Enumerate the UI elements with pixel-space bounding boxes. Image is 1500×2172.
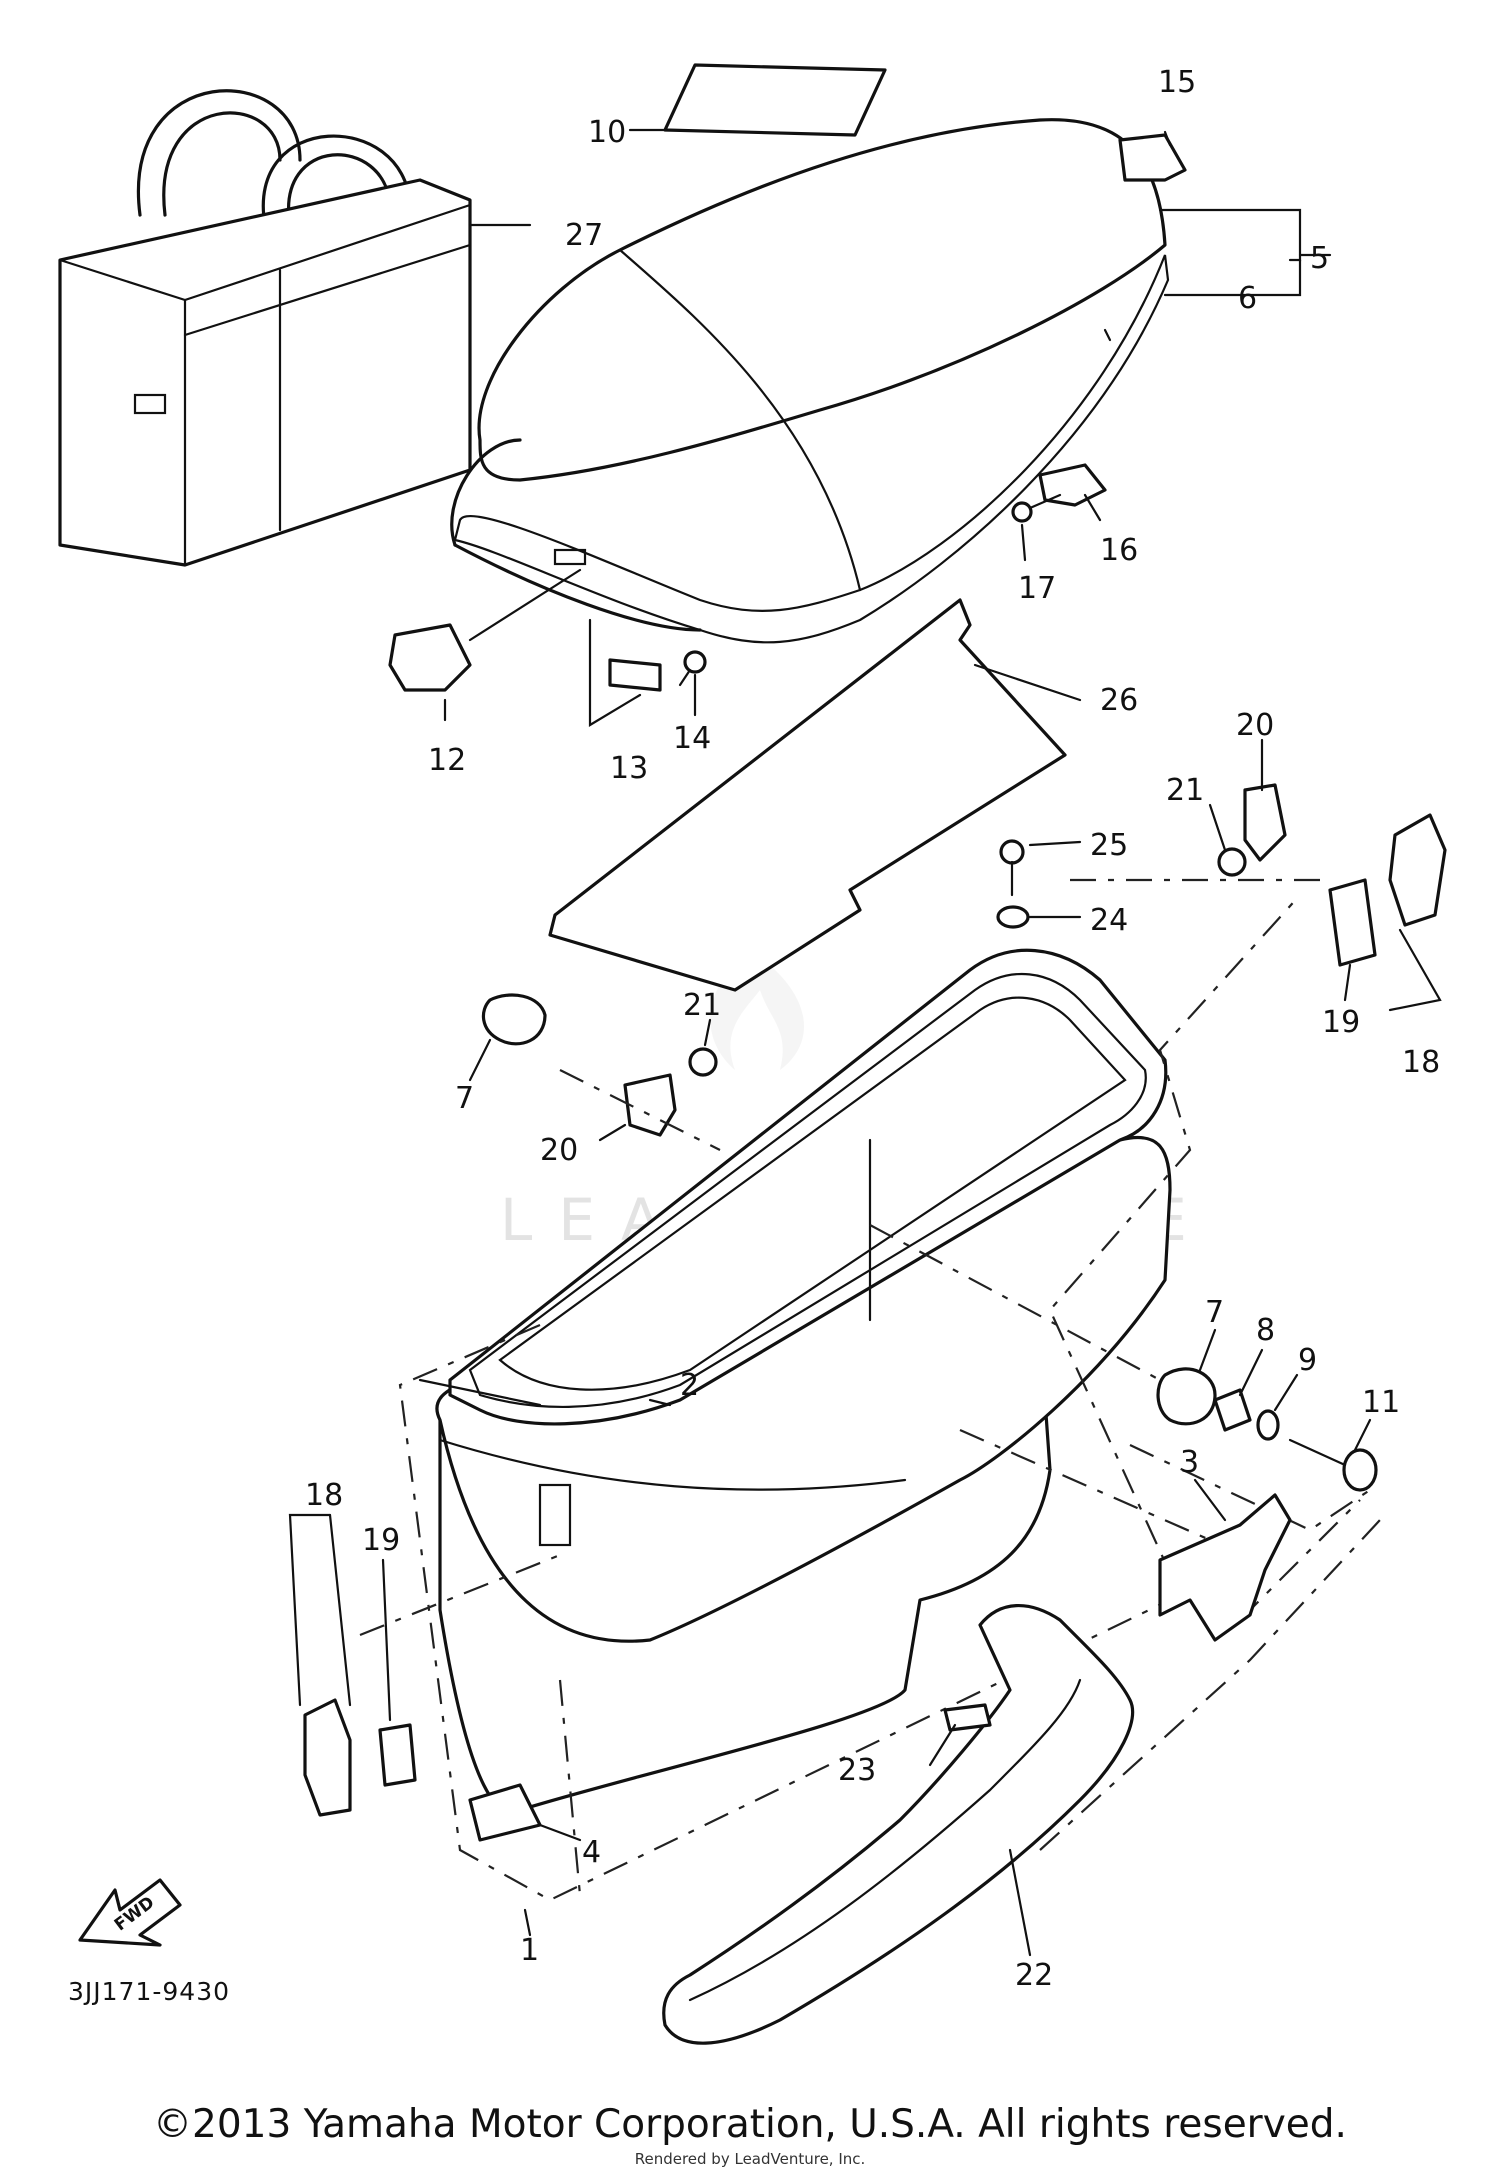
- part-18-lock-left: [303, 1698, 352, 1817]
- part-3-latch-bracket: [1158, 1493, 1292, 1642]
- callout-24: 24: [1090, 903, 1128, 938]
- saddlebag-case: [435, 948, 1172, 1814]
- callout-10: 10: [588, 115, 626, 150]
- part-20-bracket-left: [623, 1073, 677, 1137]
- fwd-arrow-icon: FWD: [78, 1878, 182, 1947]
- part-17-screw: [1011, 493, 1062, 523]
- callout-11: 11: [1362, 1385, 1400, 1420]
- part-15-latch: [1118, 133, 1187, 182]
- callout-18-left: 18: [305, 1478, 343, 1513]
- part-14-screw: [678, 650, 707, 687]
- callout-19-left: 19: [362, 1523, 400, 1558]
- part-18-lock-right: [1388, 813, 1447, 927]
- callout-16: 16: [1100, 533, 1138, 568]
- callout-21-left: 21: [683, 988, 721, 1023]
- part-12-latch: [388, 623, 472, 692]
- callout-14: 14: [673, 721, 711, 756]
- callout-26: 26: [1100, 683, 1138, 718]
- part-20-bracket-right: [1243, 783, 1287, 862]
- callout-20-right: 20: [1236, 708, 1274, 743]
- callout-19-right: 19: [1322, 1005, 1360, 1040]
- copyright-notice: ©2013 Yamaha Motor Corporation, U.S.A. A…: [153, 2102, 1347, 2147]
- callout-2: 2: [680, 1368, 699, 1403]
- callout-12: 12: [428, 743, 466, 778]
- part-8-collar: [1213, 1388, 1252, 1432]
- part-24-washer: [996, 905, 1030, 929]
- callout-25: 25: [1090, 828, 1128, 863]
- part-26-mat: [548, 598, 1067, 992]
- callout-20-left: 20: [540, 1133, 578, 1168]
- callout-22: 22: [1015, 1958, 1053, 1993]
- callout-21-right: 21: [1166, 773, 1204, 808]
- part-21-nut-right: [1217, 847, 1247, 877]
- part-23-clip: [943, 1703, 992, 1732]
- part-25-screw: [999, 839, 1025, 897]
- part-9-washer: [1256, 1409, 1280, 1441]
- callout-6: 6: [1238, 281, 1257, 316]
- part-7-rubber-left: [481, 993, 547, 1046]
- callout-3: 3: [1180, 1445, 1199, 1480]
- callout-4: 4: [582, 1835, 601, 1870]
- callout-7-right: 7: [1205, 1295, 1224, 1330]
- callouts: 10 15 27 5 6 16 17 12 13 14 26 20 21 25 …: [305, 65, 1440, 1993]
- part-11-bolt: [1288, 1438, 1378, 1492]
- part-13-plate: [608, 658, 662, 692]
- part-19-plate-left: [378, 1723, 417, 1787]
- callout-5: 5: [1310, 241, 1329, 276]
- leader-lines: [288, 128, 1442, 1957]
- callout-17: 17: [1018, 571, 1056, 606]
- callout-13: 13: [610, 751, 648, 786]
- top-lid: [450, 118, 1170, 644]
- part-10-pad: [663, 63, 887, 137]
- callout-27: 27: [565, 218, 603, 253]
- callout-15: 15: [1158, 65, 1196, 100]
- callout-18-right: 18: [1402, 1045, 1440, 1080]
- part-7-rubber-right: [1156, 1367, 1217, 1426]
- callout-1: 1: [520, 1933, 539, 1968]
- part-21-nut-left: [688, 1047, 718, 1077]
- travel-bag: [58, 89, 472, 567]
- diagram-code: 3JJ171-9430: [68, 1977, 230, 2006]
- part-16-plate: [1038, 463, 1107, 507]
- callout-7-left: 7: [455, 1081, 474, 1116]
- part-19-plate-right: [1328, 878, 1377, 967]
- callout-9: 9: [1298, 1343, 1317, 1378]
- part-22-guard: [662, 1604, 1135, 2045]
- callout-8: 8: [1256, 1313, 1275, 1348]
- rendered-by-notice: Rendered by LeadVenture, Inc.: [634, 2150, 866, 2168]
- callout-23: 23: [838, 1753, 876, 1788]
